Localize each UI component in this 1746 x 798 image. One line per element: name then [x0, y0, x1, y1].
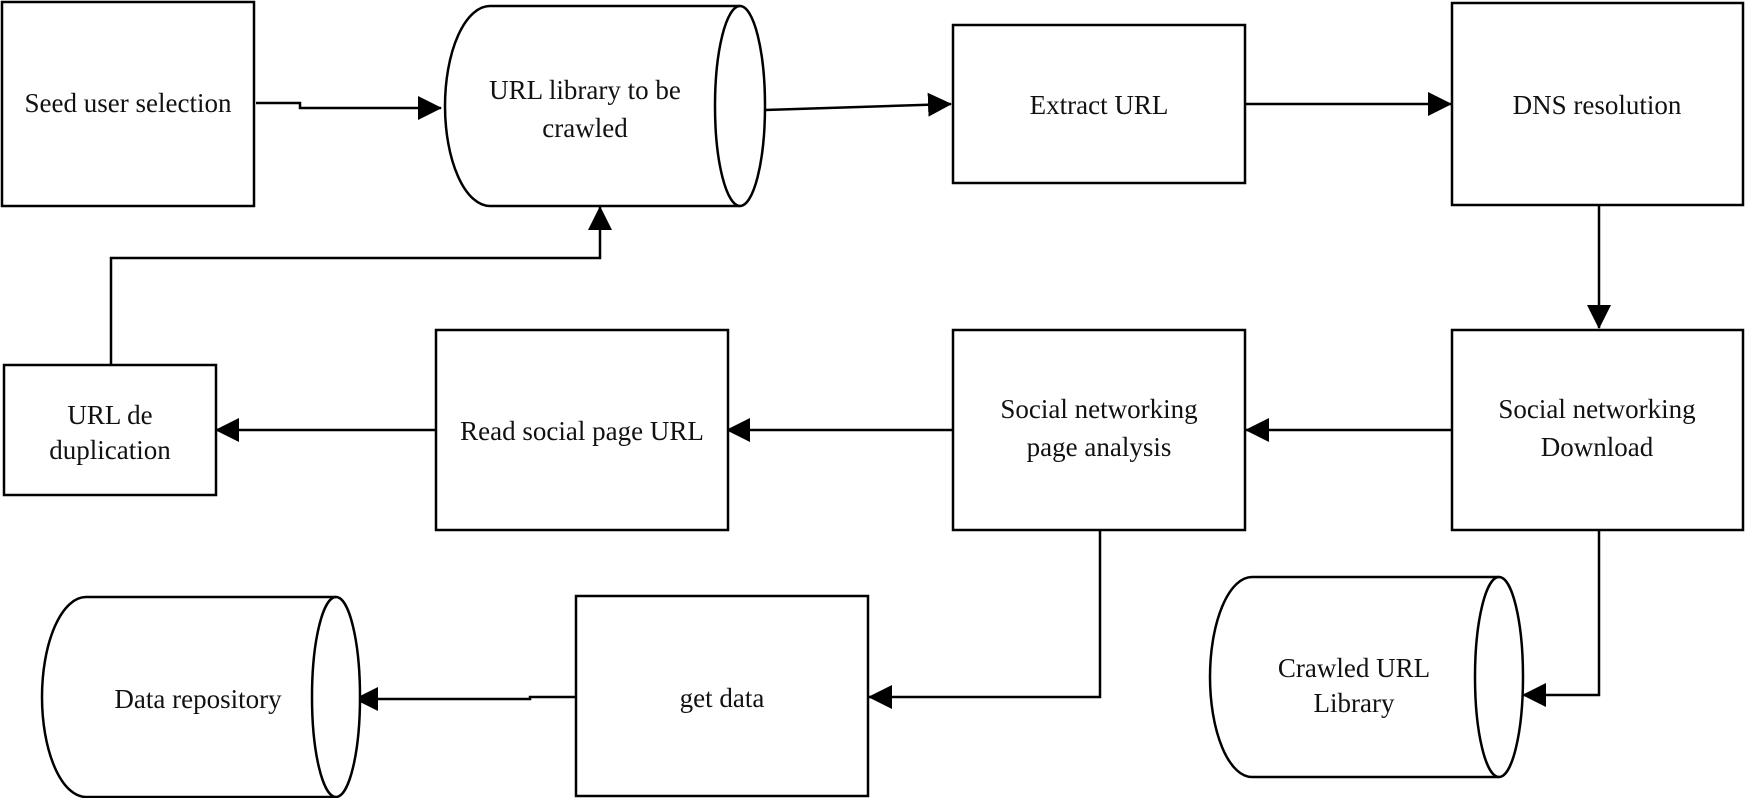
node-url-library-to-be-crawled: URL library to be crawled — [443, 4, 767, 208]
node-label-line1: URL de — [67, 400, 152, 430]
node-social-networking-download: Social networking Download — [1450, 328, 1745, 532]
node-label: DNS resolution — [1513, 90, 1682, 120]
node-read-social-page-url: Read social page URL — [434, 328, 730, 532]
node-label-line2: crawled — [542, 113, 628, 143]
edge-page-analysis-to-get-data — [868, 530, 1102, 709]
node-label: Data repository — [114, 684, 282, 714]
node-extract-url: Extract URL — [951, 23, 1247, 185]
node-label: Read social page URL — [460, 416, 704, 446]
node-label: get data — [680, 683, 765, 713]
node-label-line2: page analysis — [1027, 432, 1172, 462]
node-label: Extract URL — [1030, 90, 1169, 120]
edge-seed-to-url-library — [256, 96, 442, 120]
node-seed-user-selection: Seed user selection — [0, 0, 256, 208]
node-data-repository: Data repository — [40, 595, 362, 798]
node-crawled-url-library: Crawled URL Library — [1208, 575, 1525, 779]
node-get-data: get data — [574, 594, 870, 798]
edge-get-data-to-repository — [354, 687, 575, 711]
edge-download-to-crawled-library — [1522, 530, 1601, 707]
node-social-networking-page-analysis: Social networking page analysis — [951, 328, 1247, 532]
node-label-line1: URL library to be — [489, 75, 681, 105]
node-url-de-duplication: URL de duplication — [2, 363, 218, 497]
node-label-line2: Library — [1314, 688, 1395, 718]
node-dns-resolution: DNS resolution — [1450, 1, 1745, 207]
node-label: Seed user selection — [25, 88, 232, 118]
edge-url-library-to-extract-url — [764, 92, 952, 117]
edge-dedup-to-url-library — [109, 206, 612, 364]
node-label-line1: Crawled URL — [1278, 653, 1430, 683]
node-label-line2: Download — [1541, 432, 1654, 462]
node-label-line2: duplication — [49, 435, 171, 465]
node-label-line1: Social networking — [1000, 394, 1197, 424]
node-label-line1: Social networking — [1498, 394, 1695, 424]
